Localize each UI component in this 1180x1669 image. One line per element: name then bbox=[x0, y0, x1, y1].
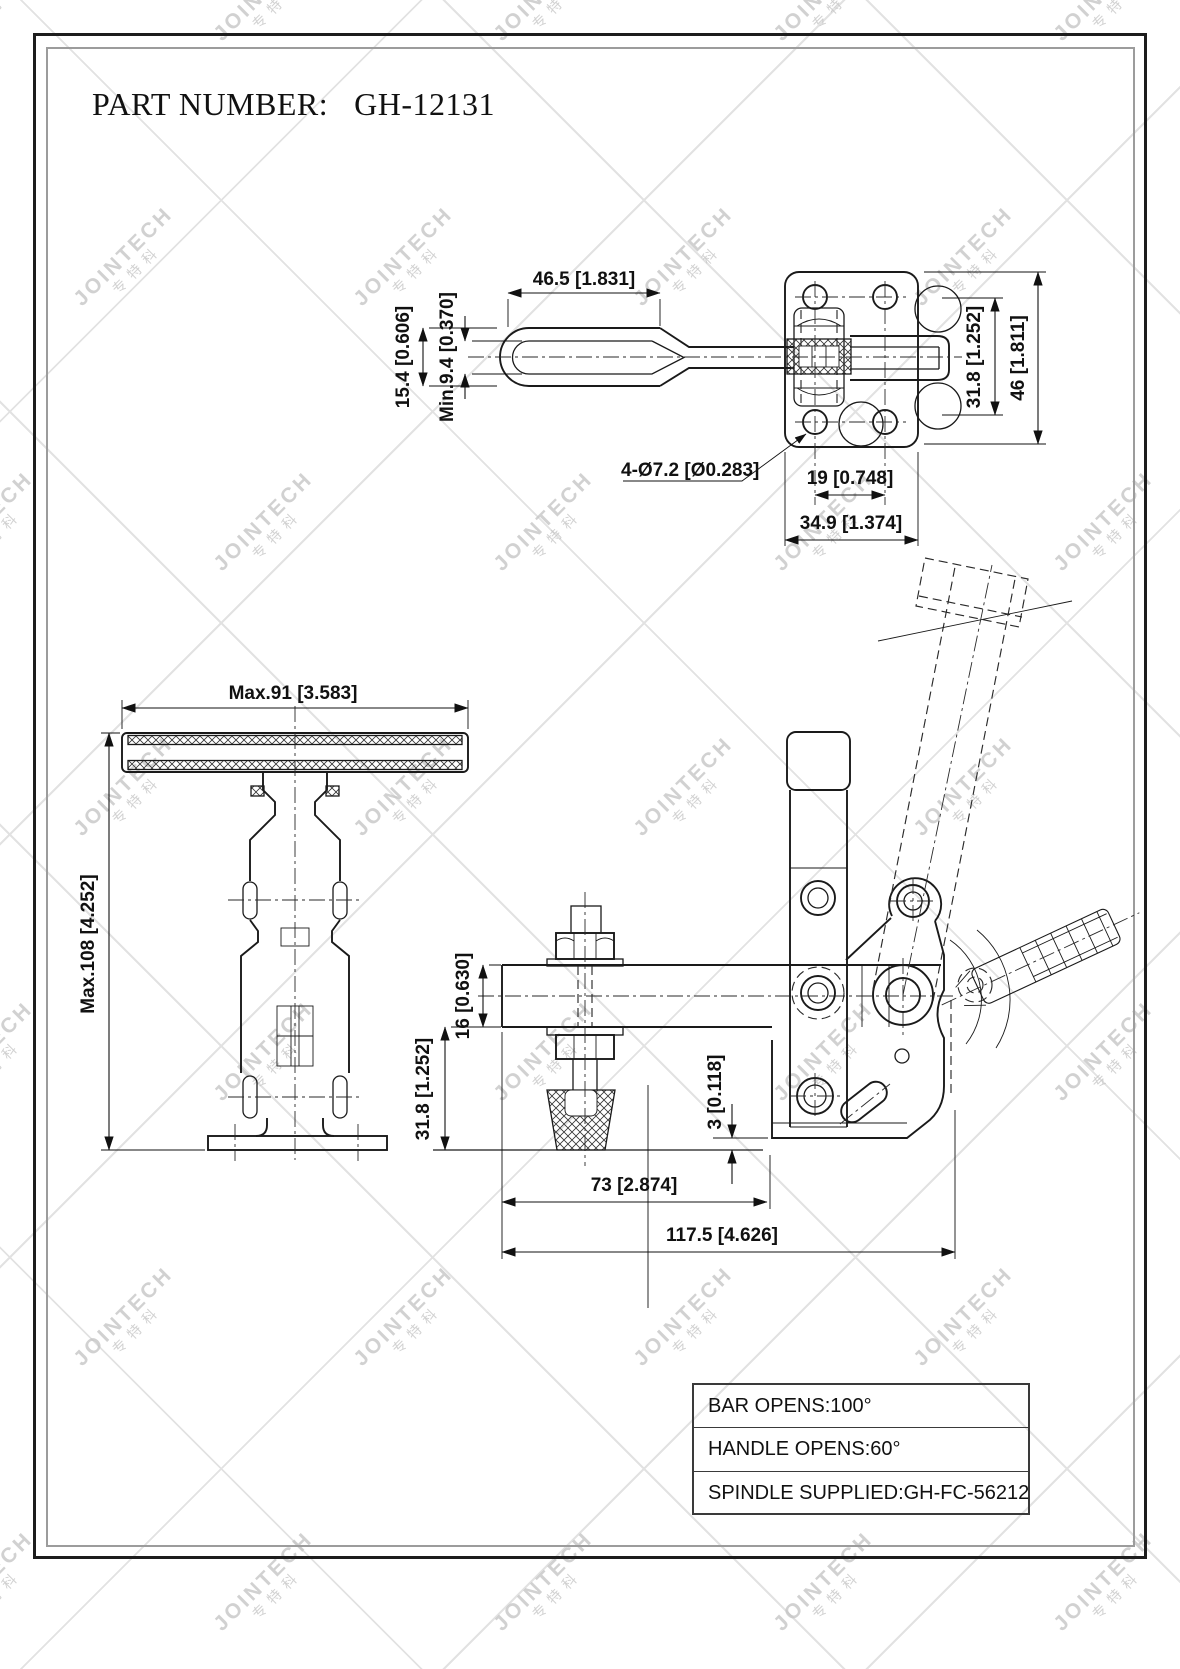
dim-plate-width: 34.9 [1.374] bbox=[784, 452, 919, 546]
bar-open-position bbox=[872, 557, 1073, 1002]
dim-bar-height: 16 [0.630] bbox=[453, 953, 501, 1040]
dim-hole-pitch-vertical: 31.8 [1.252] bbox=[942, 297, 1003, 416]
dim-text: 31.8 [1.252] bbox=[964, 306, 985, 408]
dim-text: 16 [0.630] bbox=[453, 953, 474, 1040]
knurled-block bbox=[786, 338, 852, 375]
dim-plate-height: 46 [1.811] bbox=[924, 271, 1046, 445]
dim-text: 3 [0.118] bbox=[705, 1055, 726, 1130]
dim-bar-to-base: 31.8 [1.252] bbox=[413, 1026, 500, 1151]
spec-row-handle-opens: HANDLE OPENS:60° bbox=[694, 1428, 1028, 1472]
dim-base-gap: 3 [0.118] bbox=[705, 1055, 768, 1184]
bracket-slot bbox=[840, 1080, 888, 1124]
clamp-bar-top-view bbox=[850, 335, 950, 381]
side-view: 16 [0.630] 31.8 [1.252] 3 [0.118] 73 [2.… bbox=[413, 557, 1140, 1308]
dim-text: 15.4 [0.606] bbox=[393, 306, 414, 408]
part-number-label: PART NUMBER: bbox=[92, 86, 329, 122]
dim-hole-pitch-horizontal: 19 [0.748] bbox=[807, 468, 894, 500]
dim-text: Max.91 [3.583] bbox=[229, 683, 358, 704]
break-line bbox=[877, 600, 1073, 642]
dim-handle-inner-width: Min.9.4 [0.370] bbox=[437, 292, 522, 422]
dim-text: Min.9.4 [0.370] bbox=[437, 292, 458, 422]
spindle-assembly bbox=[546, 892, 624, 1166]
top-view-centerlines bbox=[468, 281, 962, 505]
dim-handle-length: 46.5 [1.831] bbox=[507, 269, 661, 327]
spec-table: BAR OPENS:100° HANDLE OPENS:60° SPINDLE … bbox=[692, 1383, 1030, 1515]
dim-text: 31.8 [1.252] bbox=[413, 1038, 434, 1140]
drawing-frame-outer bbox=[33, 33, 1147, 1559]
spec-row-spindle-supplied: SPINDLE SUPPLIED:GH-FC-56212 bbox=[708, 1481, 1030, 1504]
dim-text: 73 [2.874] bbox=[591, 1175, 678, 1196]
drawing-frame-inner bbox=[46, 47, 1135, 1547]
base-feet bbox=[207, 1124, 388, 1161]
linkage-front-view bbox=[240, 772, 350, 1137]
page-title: PART NUMBER: GH-12131 bbox=[92, 86, 495, 123]
part-number-value: GH-12131 bbox=[354, 86, 496, 122]
dim-text: 4-Ø7.2 [Ø0.283] bbox=[621, 460, 759, 481]
handle-grip-cap bbox=[786, 731, 851, 791]
pivot-boss-bottom bbox=[914, 382, 962, 430]
dim-text: 46.5 [1.831] bbox=[533, 269, 635, 290]
dim-text: 117.5 [4.626] bbox=[666, 1225, 778, 1246]
dim-bar-length-to-mount: 73 [2.874] bbox=[501, 1032, 771, 1259]
dim-text: Max.108 [4.252] bbox=[78, 874, 99, 1013]
dim-max-height: Max.108 [4.252] bbox=[78, 732, 205, 1151]
front-view: Max.91 [3.583] Max.108 [4.252] bbox=[78, 683, 469, 1161]
handle-open-position bbox=[941, 908, 1140, 1049]
mounting-bracket bbox=[771, 877, 952, 1139]
pivot-centerlines bbox=[228, 899, 362, 1098]
handle-closed bbox=[786, 731, 851, 1128]
label-mounting-holes: 4-Ø7.2 [Ø0.283] bbox=[621, 433, 807, 482]
dim-max-width: Max.91 [3.583] bbox=[121, 683, 469, 729]
dim-text: 46 [1.811] bbox=[1008, 315, 1029, 401]
pivot-boss-top bbox=[914, 285, 962, 333]
dim-text: 34.9 [1.374] bbox=[800, 513, 902, 534]
mounting-plate bbox=[784, 271, 919, 448]
dim-text: 19 [0.748] bbox=[807, 468, 894, 489]
spec-row-bar-opens: BAR OPENS:100° bbox=[694, 1385, 1028, 1429]
roller bbox=[838, 401, 884, 447]
dim-overall-length: 117.5 [4.626] bbox=[501, 1110, 956, 1259]
top-view: 46.5 [1.831] 15.4 [0.606] Min.9.4 [0.370… bbox=[393, 269, 1046, 546]
